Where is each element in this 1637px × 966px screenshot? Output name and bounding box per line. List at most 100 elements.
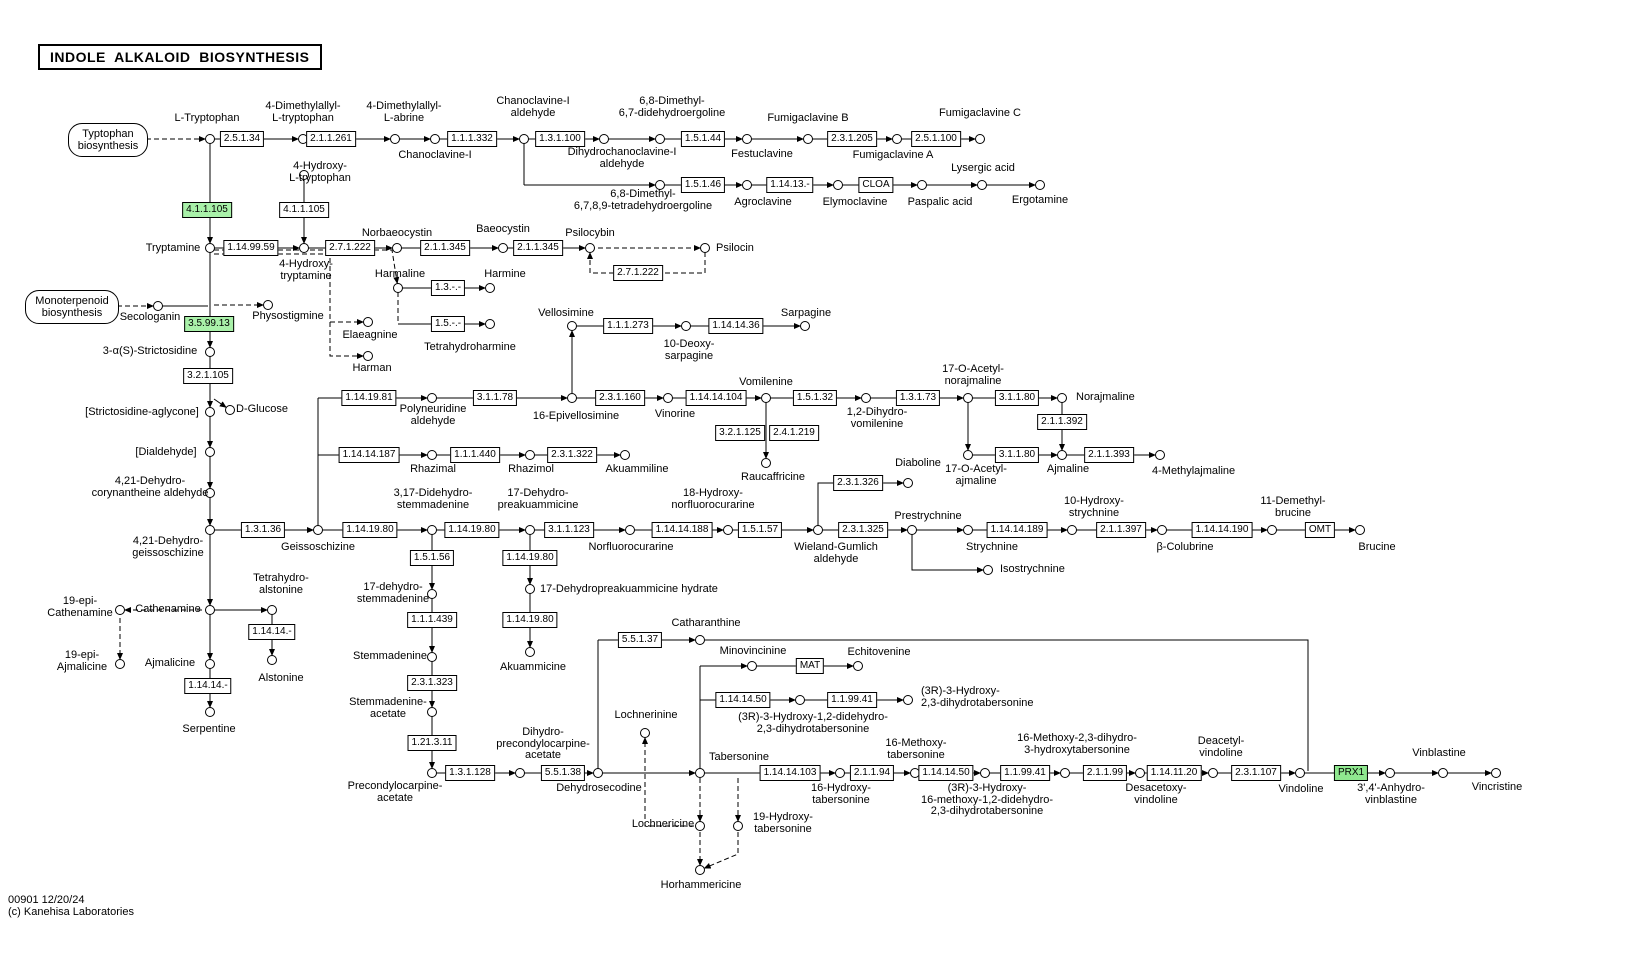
compound-node[interactable]	[427, 589, 437, 599]
enzyme-box-2.1.1.345[interactable]: 2.1.1.345	[420, 240, 470, 256]
compound-node[interactable]	[525, 584, 535, 594]
enzyme-box-2.3.1.107[interactable]: 2.3.1.107	[1231, 765, 1281, 781]
enzyme-box-3.1.1.78[interactable]: 3.1.1.78	[472, 390, 518, 406]
enzyme-box-2.4.1.219[interactable]: 2.4.1.219	[769, 425, 819, 441]
enzyme-box-3.2.1.105[interactable]: 3.2.1.105	[183, 368, 233, 384]
compound-node[interactable]	[225, 405, 235, 415]
enzyme-box-2.1.1.99[interactable]: 2.1.1.99	[1082, 765, 1128, 781]
compound-node[interactable]	[903, 695, 913, 705]
compound-node[interactable]	[525, 450, 535, 460]
compound-node[interactable]	[498, 243, 508, 253]
enzyme-box-2.3.1.326[interactable]: 2.3.1.326	[833, 475, 883, 491]
enzyme-box-2.3.1.323[interactable]: 2.3.1.323	[407, 675, 457, 691]
enzyme-box-3.2.1.125[interactable]: 3.2.1.125	[715, 425, 765, 441]
compound-node[interactable]	[733, 821, 743, 831]
compound-node[interactable]	[525, 647, 535, 657]
compound-node[interactable]	[393, 283, 403, 293]
compound-node[interactable]	[700, 243, 710, 253]
enzyme-box-1.1.99.41[interactable]: 1.1.99.41	[827, 692, 877, 708]
compound-node[interactable]	[655, 134, 665, 144]
compound-node[interactable]	[567, 393, 577, 403]
compound-node[interactable]	[742, 134, 752, 144]
compound-node[interactable]	[813, 525, 823, 535]
compound-node[interactable]	[427, 393, 437, 403]
enzyme-box-1.14.19.80[interactable]: 1.14.19.80	[342, 522, 398, 538]
compound-node[interactable]	[205, 447, 215, 457]
compound-node[interactable]	[1155, 450, 1165, 460]
compound-node[interactable]	[205, 488, 215, 498]
enzyme-box-1.1.1.273[interactable]: 1.1.1.273	[603, 318, 653, 334]
compound-node[interactable]	[640, 728, 650, 738]
compound-node[interactable]	[1438, 768, 1448, 778]
compound-node[interactable]	[620, 450, 630, 460]
compound-node[interactable]	[1491, 768, 1501, 778]
enzyme-box-2.3.1.160[interactable]: 2.3.1.160	[595, 390, 645, 406]
compound-node[interactable]	[427, 450, 437, 460]
enzyme-box-1.1.1.440[interactable]: 1.1.1.440	[450, 447, 500, 463]
enzyme-box-2.1.1.261[interactable]: 2.1.1.261	[306, 131, 356, 147]
enzyme-box-1.14.14.103[interactable]: 1.14.14.103	[759, 765, 821, 781]
compound-node[interactable]	[567, 321, 577, 331]
enzyme-box-MAT[interactable]: MAT	[795, 658, 825, 674]
compound-node[interactable]	[655, 180, 665, 190]
compound-node[interactable]	[1060, 768, 1070, 778]
enzyme-box-1.14.14.50[interactable]: 1.14.14.50	[918, 765, 974, 781]
compound-node[interactable]	[430, 134, 440, 144]
compound-node[interactable]	[519, 134, 529, 144]
compound-node[interactable]	[205, 659, 215, 669]
enzyme-box-2.1.1.345[interactable]: 2.1.1.345	[513, 240, 563, 256]
compound-node[interactable]	[723, 525, 733, 535]
enzyme-box-1.14.14.-[interactable]: 1.14.14.-	[248, 624, 296, 640]
enzyme-box-1.1.1.332[interactable]: 1.1.1.332	[447, 131, 497, 147]
compound-node[interactable]	[427, 652, 437, 662]
enzyme-box-PRX1[interactable]: PRX1	[1333, 765, 1369, 781]
enzyme-box-1.14.14.190[interactable]: 1.14.14.190	[1191, 522, 1253, 538]
compound-node[interactable]	[205, 707, 215, 717]
enzyme-box-1.14.19.80[interactable]: 1.14.19.80	[502, 550, 558, 566]
compound-node[interactable]	[585, 243, 595, 253]
compound-node[interactable]	[115, 605, 125, 615]
enzyme-box-1.3.-.-[interactable]: 1.3.-.-	[430, 280, 466, 296]
enzyme-box-1.5.1.44[interactable]: 1.5.1.44	[680, 131, 726, 147]
compound-node[interactable]	[695, 865, 705, 875]
compound-node[interactable]	[747, 661, 757, 671]
compound-node[interactable]	[1385, 768, 1395, 778]
compound-node[interactable]	[742, 180, 752, 190]
compound-node[interactable]	[1295, 768, 1305, 778]
enzyme-box-1.14.14.-[interactable]: 1.14.14.-	[184, 678, 232, 694]
enzyme-box-1.3.1.36[interactable]: 1.3.1.36	[240, 522, 286, 538]
compound-node[interactable]	[267, 605, 277, 615]
compound-node[interactable]	[681, 321, 691, 331]
pathway-link[interactable]: Typtophan biosynthesis	[68, 123, 148, 157]
enzyme-box-1.5.1.56[interactable]: 1.5.1.56	[409, 550, 455, 566]
compound-node[interactable]	[917, 180, 927, 190]
compound-node[interactable]	[1057, 450, 1067, 460]
compound-node[interactable]	[485, 319, 495, 329]
enzyme-box-2.1.1.397[interactable]: 2.1.1.397	[1096, 522, 1146, 538]
compound-node[interactable]	[599, 134, 609, 144]
enzyme-box-3.1.1.80[interactable]: 3.1.1.80	[994, 390, 1040, 406]
compound-node[interactable]	[663, 393, 673, 403]
compound-node[interactable]	[593, 768, 603, 778]
enzyme-box-1.14.14.36[interactable]: 1.14.14.36	[708, 318, 764, 334]
compound-node[interactable]	[803, 134, 813, 144]
compound-node[interactable]	[205, 134, 215, 144]
compound-node[interactable]	[515, 768, 525, 778]
compound-node[interactable]	[907, 525, 917, 535]
enzyme-box-3.5.99.13[interactable]: 3.5.99.13	[184, 316, 234, 332]
compound-node[interactable]	[427, 525, 437, 535]
enzyme-box-1.14.14.188[interactable]: 1.14.14.188	[651, 522, 713, 538]
enzyme-box-OMT[interactable]: OMT	[1304, 522, 1336, 538]
enzyme-box-1.14.14.104[interactable]: 1.14.14.104	[685, 390, 747, 406]
enzyme-box-2.1.1.94[interactable]: 2.1.1.94	[849, 765, 895, 781]
pathway-link[interactable]: Monoterpenoid biosynthesis	[25, 290, 119, 324]
compound-node[interactable]	[800, 321, 810, 331]
compound-node[interactable]	[695, 635, 705, 645]
compound-node[interactable]	[1355, 525, 1365, 535]
compound-node[interactable]	[1035, 180, 1045, 190]
compound-node[interactable]	[390, 134, 400, 144]
enzyme-box-2.7.1.222[interactable]: 2.7.1.222	[613, 265, 663, 281]
compound-node[interactable]	[267, 655, 277, 665]
compound-node[interactable]	[1135, 768, 1145, 778]
compound-node[interactable]	[299, 170, 309, 180]
